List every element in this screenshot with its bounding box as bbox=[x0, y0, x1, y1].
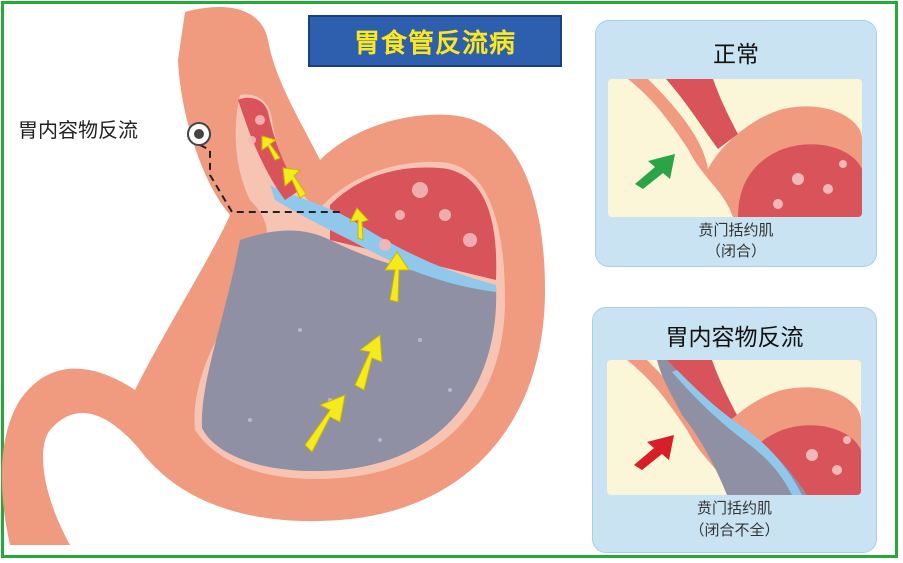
green-arrow-icon bbox=[635, 154, 675, 189]
reflux-label: 胃内容物反流 bbox=[18, 118, 138, 142]
panel-caption-line2: （闭合） bbox=[705, 242, 766, 260]
panel-caption-line1: 贲门括约肌 bbox=[696, 499, 772, 517]
stomach-illustration bbox=[1, 7, 546, 546]
stomach-fluid bbox=[201, 230, 497, 472]
panel-caption-line2: （闭合不全） bbox=[689, 521, 780, 539]
bubbles bbox=[248, 115, 477, 251]
normal-panel: 正常 贲门括约肌 （闭合） bbox=[595, 20, 877, 267]
target-circle-icon bbox=[187, 122, 211, 146]
reflux-illustration bbox=[607, 360, 861, 495]
panel-title: 正常 bbox=[713, 42, 759, 68]
reflux-stomach-svg bbox=[627, 360, 861, 495]
reflux-panel: 胃内容物反流 贲门括约肌 （闭合不全） bbox=[592, 307, 877, 553]
red-arrow-icon bbox=[634, 435, 674, 470]
arrow-icon bbox=[261, 135, 410, 453]
panel-caption-line1: 贲门括约肌 bbox=[698, 221, 774, 239]
title-banner: 胃食管反流病 bbox=[308, 15, 562, 67]
diagram-title: 胃食管反流病 bbox=[353, 28, 516, 59]
normal-stomach-svg bbox=[628, 79, 862, 217]
stomach-fundus bbox=[330, 167, 497, 280]
leader-line bbox=[199, 144, 340, 213]
panel-title: 胃内容物反流 bbox=[665, 325, 804, 351]
normal-illustration bbox=[608, 79, 862, 217]
